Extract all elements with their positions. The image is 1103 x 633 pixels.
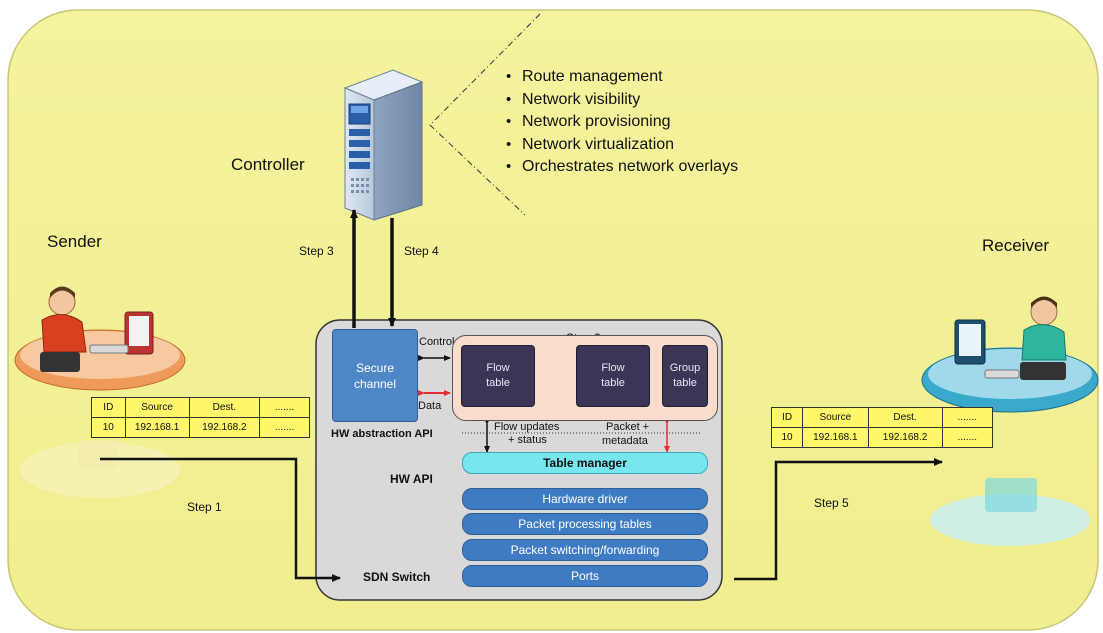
- table-cell: .......: [941, 407, 994, 428]
- secure-channel-line1: Secure: [355, 360, 394, 375]
- table-row: ID Source Dest. .......: [91, 397, 310, 418]
- list-item: Orchestrates network overlays: [506, 156, 738, 179]
- layer-packet-switching-forwarding: Packet switching/forwarding: [462, 539, 708, 561]
- table-cell: 192.168.2: [867, 427, 943, 448]
- receiver-workstation-icon: [921, 296, 1099, 546]
- sender-label: Sender: [47, 232, 102, 251]
- control-label: Control: [419, 336, 455, 348]
- layer-ports: Ports: [462, 565, 708, 587]
- layer-packet-processing-tables: Packet processing tables: [462, 513, 708, 535]
- flow-updates-label: Flow updates: [494, 421, 560, 433]
- sender-workstation-icon: [14, 286, 186, 498]
- server-tower-icon: [343, 69, 424, 221]
- layer-hardware-driver: Hardware driver: [462, 488, 708, 510]
- table-cell: ID: [770, 407, 804, 428]
- list-item: Route management: [506, 66, 738, 89]
- sdn-switch-label: SDN Switch: [363, 570, 431, 584]
- table-row: ID Source Dest. .......: [770, 407, 994, 428]
- table-cell: Source: [802, 407, 869, 428]
- metadata-label: metadata: [602, 435, 648, 447]
- table-row: 10 192.168.1 192.168.2 .......: [770, 427, 994, 448]
- table-cell: 192.168.1: [802, 427, 869, 448]
- status-label: + status: [508, 434, 547, 446]
- controller-function-fan: [429, 13, 541, 216]
- table-cell: 10: [770, 427, 804, 448]
- step4-label: Step 4: [404, 244, 439, 258]
- step5-arrow: [734, 458, 943, 581]
- hw-api-label: HW API: [390, 472, 433, 486]
- hw-abstraction-api-label: HW abstraction API: [331, 428, 433, 440]
- controller-label: Controller: [231, 155, 305, 174]
- table-cell: 192.168.2: [188, 417, 261, 438]
- table-cell: .......: [259, 417, 310, 438]
- packet-plus-label: Packet +: [606, 421, 650, 433]
- data-label: Data: [418, 400, 442, 412]
- step5-label: Step 5: [814, 496, 849, 510]
- table-cell: Dest.: [867, 407, 943, 428]
- table-cell: 192.168.1: [124, 417, 190, 438]
- table-cell: 10: [91, 417, 126, 438]
- table-cell: .......: [259, 397, 310, 418]
- table-row: 10 192.168.1 192.168.2 .......: [91, 417, 310, 438]
- controller-function-list: Route management Network visibility Netw…: [506, 66, 738, 179]
- table-manager: Table manager: [462, 452, 708, 474]
- list-item: Network visibility: [506, 89, 738, 112]
- receiver-label: Receiver: [982, 236, 1050, 255]
- list-item: Network provisioning: [506, 111, 738, 134]
- table-cell: Dest.: [188, 397, 261, 418]
- table-cell: .......: [941, 427, 994, 448]
- step1-arrow: [100, 457, 341, 582]
- step1-label: Step 1: [187, 500, 222, 514]
- receiver-packet-table: ID Source Dest. ....... 10 192.168.1 192…: [770, 407, 994, 448]
- secure-channel-line2: channel: [353, 376, 397, 391]
- table-cell: Source: [124, 397, 190, 418]
- sender-packet-table: ID Source Dest. ....... 10 192.168.1 192…: [91, 397, 310, 438]
- table-cell: ID: [91, 397, 126, 418]
- list-item: Network virtualization: [506, 134, 738, 157]
- step3-label: Step 3: [299, 244, 334, 258]
